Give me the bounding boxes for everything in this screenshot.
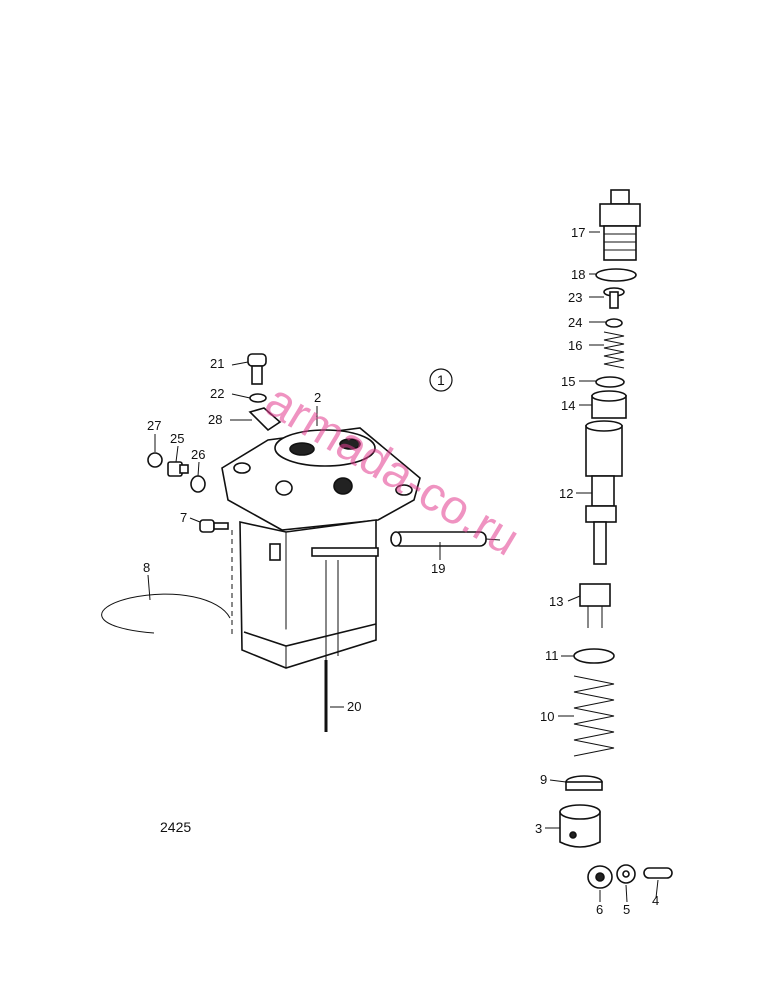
callout-25: 25 bbox=[170, 431, 184, 446]
callout-24: 24 bbox=[568, 315, 582, 330]
callout-19: 19 bbox=[431, 561, 445, 576]
callout-7: 7 bbox=[180, 510, 187, 525]
part-26-washer bbox=[190, 475, 206, 493]
callout-27: 27 bbox=[147, 418, 161, 433]
part-15-washer bbox=[595, 376, 625, 388]
callout-13: 13 bbox=[549, 594, 563, 609]
part-4-roller-pin bbox=[643, 867, 673, 879]
callout-9: 9 bbox=[540, 772, 547, 787]
callout-8: 8 bbox=[143, 560, 150, 575]
figure-number-badge: 1 bbox=[429, 368, 453, 392]
callout-3: 3 bbox=[535, 821, 542, 836]
part-10-plunger-spring bbox=[573, 675, 615, 757]
part-12-barrel-plunger bbox=[585, 420, 623, 565]
part-21-bolt bbox=[247, 353, 267, 385]
part-9-lower-seat bbox=[565, 775, 603, 791]
callout-12: 12 bbox=[559, 486, 573, 501]
callout-16: 16 bbox=[568, 338, 582, 353]
callout-18: 18 bbox=[571, 267, 585, 282]
part-25-nipple bbox=[167, 461, 189, 477]
part-19-shaft bbox=[390, 531, 501, 547]
part-11-upper-seat bbox=[573, 648, 615, 664]
part-13-control-sleeve bbox=[579, 583, 611, 628]
part-22-washer bbox=[249, 393, 267, 403]
callout-21: 21 bbox=[210, 356, 224, 371]
part-16-spring bbox=[603, 331, 625, 369]
part-3-tappet bbox=[559, 804, 601, 848]
callout-6: 6 bbox=[596, 902, 603, 917]
part-28-gasket bbox=[248, 407, 282, 432]
part-24-ring bbox=[605, 318, 623, 328]
callout-22: 22 bbox=[210, 386, 224, 401]
callout-17: 17 bbox=[571, 225, 585, 240]
callout-labels: 2 21 22 28 27 25 26 7 8 19 20 17 18 23 2… bbox=[143, 225, 659, 917]
callout-10: 10 bbox=[540, 709, 554, 724]
callout-28: 28 bbox=[208, 412, 222, 427]
drawing-code: 2425 bbox=[160, 819, 191, 835]
part-6-roller bbox=[587, 865, 613, 889]
callout-20: 20 bbox=[347, 699, 361, 714]
callout-26: 26 bbox=[191, 447, 205, 462]
callout-23: 23 bbox=[568, 290, 582, 305]
leader-lines bbox=[147, 231, 659, 903]
part-18-oring bbox=[595, 268, 637, 282]
callout-15: 15 bbox=[561, 374, 575, 389]
part-27-plug bbox=[147, 452, 163, 468]
part-23-valve bbox=[603, 287, 625, 309]
figure-number: 1 bbox=[437, 372, 445, 388]
part-5-bushing bbox=[616, 864, 636, 884]
pump-housing bbox=[221, 427, 421, 669]
callout-2: 2 bbox=[314, 390, 321, 405]
callout-14: 14 bbox=[561, 398, 575, 413]
callout-5: 5 bbox=[623, 902, 630, 917]
part-14-valve-seat bbox=[591, 390, 627, 419]
part-7-screw bbox=[199, 519, 229, 533]
part-8-circlip bbox=[101, 593, 231, 634]
part-17-valve-holder bbox=[599, 189, 641, 261]
callout-11: 11 bbox=[545, 648, 559, 663]
callout-4: 4 bbox=[652, 893, 659, 908]
